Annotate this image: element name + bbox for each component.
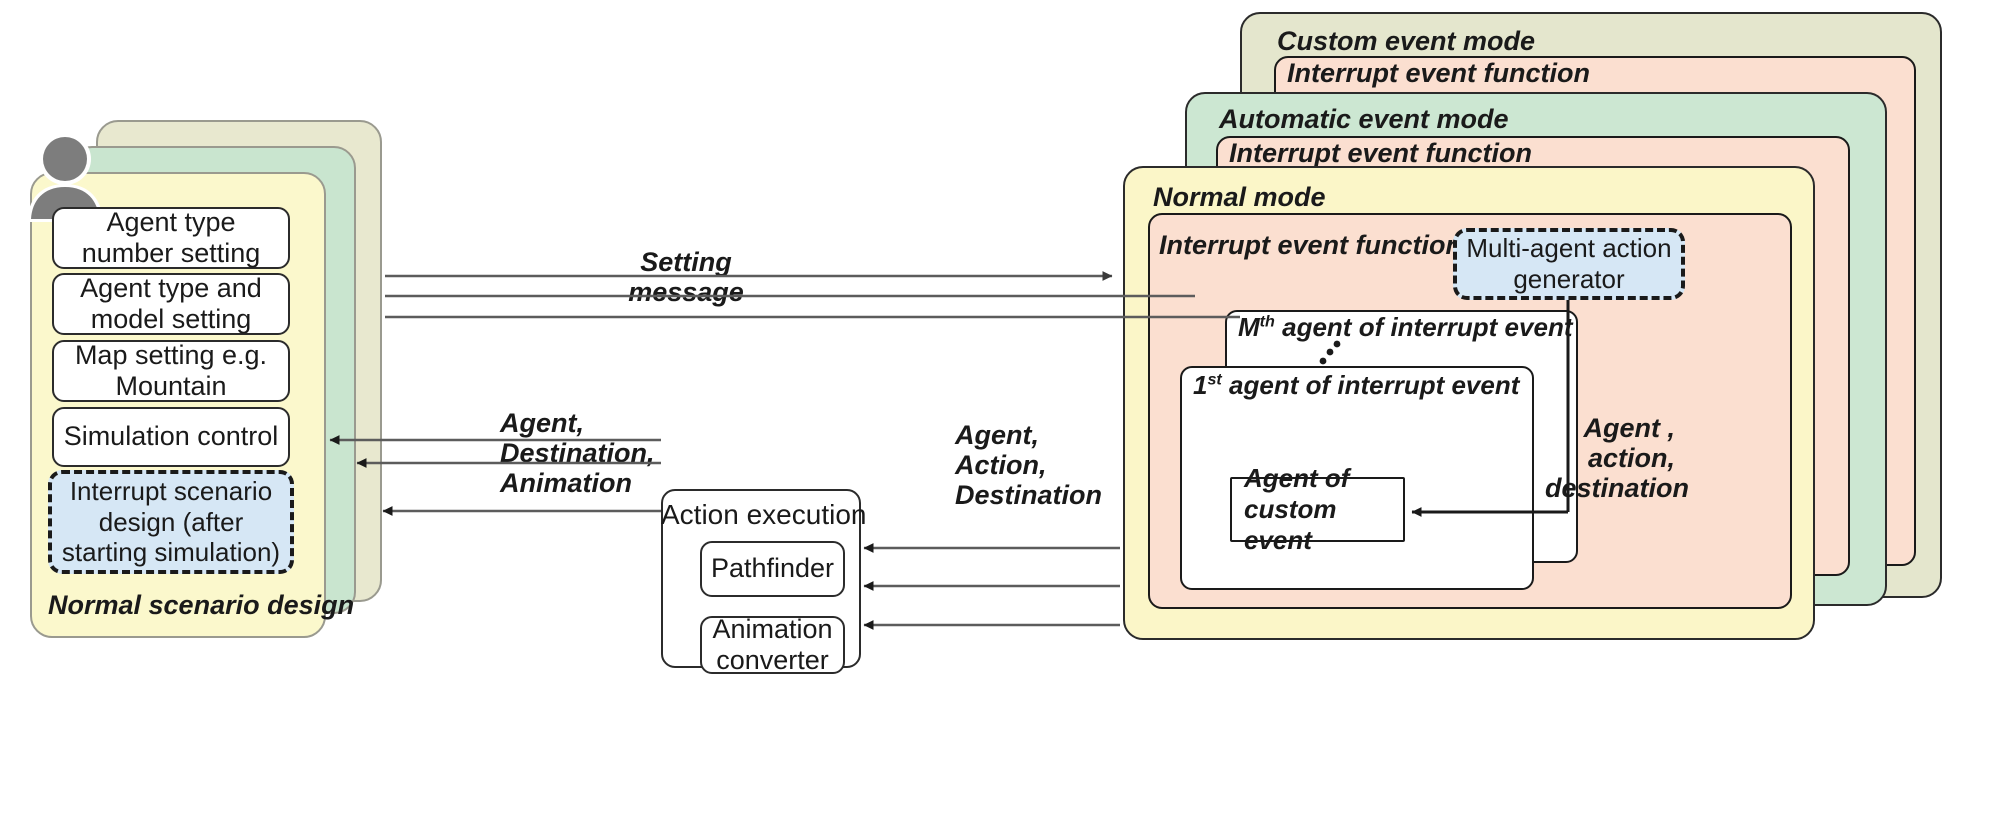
item-simulation-control[interactable]: Simulation control — [52, 407, 290, 467]
agent-of-custom-event-box[interactable]: Agent of custom event — [1230, 463, 1405, 555]
agent-1-sup: st — [1207, 370, 1222, 389]
item-interrupt-scenario-design[interactable]: Interrupt scenario design (after startin… — [48, 470, 294, 574]
action-execution-title: Action execution — [661, 499, 867, 530]
to-middle-edge-label: Agent, Action, Destination — [955, 420, 1102, 511]
agent-1-label: 1st agent of interrupt event — [1193, 370, 1519, 401]
agent-of-custom-event-line2: custom event — [1244, 493, 1337, 556]
to-left-edge-label: Agent, Destination, Animation — [500, 408, 655, 499]
animation-converter-box[interactable]: Animation converter — [700, 614, 845, 675]
ellipsis-dots-icon — [1316, 340, 1346, 368]
to-left-line2: Destination, — [500, 438, 655, 469]
agent-1-main: agent of interrupt event — [1229, 370, 1520, 400]
custom-event-mode-label: Custom event mode — [1277, 26, 1536, 56]
to-middle-line1: Agent, — [955, 420, 1039, 450]
agent-m-sup: th — [1259, 312, 1275, 331]
to-left-line3: Animation — [500, 468, 632, 499]
normal-mode-interrupt-fn-label: Interrupt event function — [1159, 230, 1462, 260]
left-panel-caption: Normal scenario design — [48, 590, 355, 620]
agent-of-custom-event-line1: Agent of — [1244, 462, 1350, 493]
item-agent-type-number-setting[interactable]: Agent type number setting — [52, 207, 290, 269]
agent-m-main: agent of interrupt event — [1282, 312, 1573, 342]
inner-edge-label-agent-action-destination: Agent , action, destination — [1545, 413, 1690, 504]
to-middle-line2: Action, — [955, 450, 1047, 481]
inner-edge-line1: Agent , — [1583, 413, 1676, 443]
inner-edge-line2: action, — [1587, 443, 1675, 474]
inner-edge-line3: destination — [1545, 473, 1690, 504]
to-left-line1: Agent, — [500, 408, 584, 438]
normal-mode-label: Normal mode — [1153, 182, 1326, 212]
item-map-setting[interactable]: Map setting e.g. Mountain — [52, 340, 290, 402]
custom-mode-interrupt-fn-label: Interrupt event function — [1287, 58, 1590, 88]
agent-m-index: M — [1238, 312, 1260, 342]
agent-m-label: Mth agent of interrupt event — [1238, 312, 1572, 343]
multi-agent-action-generator-box[interactable]: Multi-agent action generator — [1453, 228, 1685, 300]
item-agent-type-and-model-setting[interactable]: Agent type and model setting — [52, 273, 290, 335]
to-middle-line3: Destination — [955, 480, 1103, 511]
agent-1-index: 1 — [1193, 370, 1208, 400]
automatic-event-mode-label: Automatic event mode — [1219, 104, 1509, 134]
pathfinder-box[interactable]: Pathfinder — [700, 541, 845, 597]
setting-message-label: Setting message — [606, 247, 766, 307]
user-avatar-icon — [18, 128, 112, 224]
setting-message-line1: Setting — [640, 247, 732, 277]
automatic-mode-interrupt-fn-label: Interrupt event function — [1229, 138, 1532, 168]
setting-message-line2: message — [628, 277, 744, 308]
